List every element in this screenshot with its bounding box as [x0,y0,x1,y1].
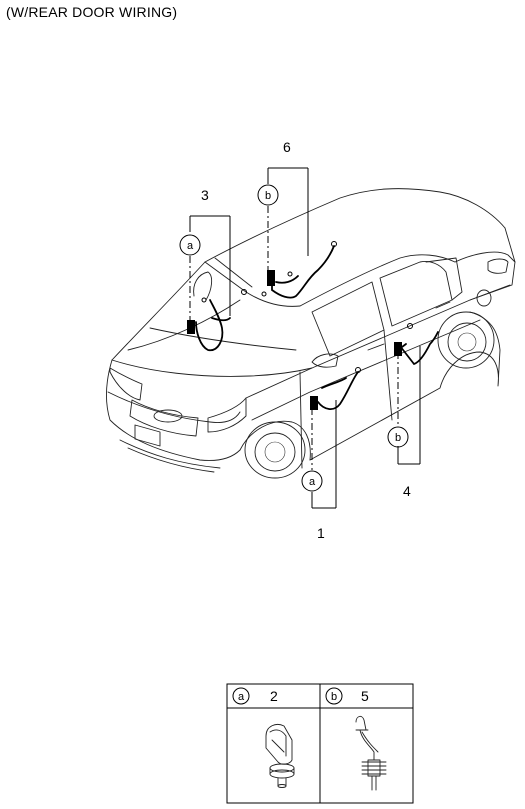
callout-3: 3 [201,187,209,203]
callout-a-left: a [179,234,201,256]
callout-1: 1 [317,525,325,541]
car-illustration [105,188,516,479]
grommet-part-5-drawing [355,715,387,791]
legend-number-5: 5 [361,688,369,704]
legend-number-2: 2 [270,688,278,704]
callout-b-rear: b [387,426,409,448]
callout-letter-b-roof: b [265,190,271,202]
legend-col-b: b 5 [325,687,369,705]
callout-number-6: 6 [283,139,291,155]
callout-b-roof: b [257,184,279,206]
legend-col-a: a 2 [232,687,278,705]
callout-number-1: 1 [317,525,325,541]
callout-letter-b-rear: b [395,432,401,444]
callout-6: 6 [283,139,291,155]
front-harness [187,271,247,352]
callout-lines [189,167,421,509]
front-door-harness [310,367,361,410]
grommet-part-2-drawing [265,724,295,788]
diagram-title: (W/REAR DOOR WIRING) [6,4,178,20]
legend-table: a 2 b 5 [226,683,414,804]
legend-letter-b: b [331,691,337,703]
callout-a-front: a [301,470,323,492]
callout-4: 4 [403,483,411,499]
legend-letter-a: a [238,691,245,703]
callout-number-4: 4 [403,483,411,499]
callout-letter-a-left: a [187,240,194,252]
rear-door-harness [394,323,439,366]
roof-harness [261,241,337,299]
callout-letter-a-front: a [309,476,316,488]
callout-number-3: 3 [201,187,209,203]
